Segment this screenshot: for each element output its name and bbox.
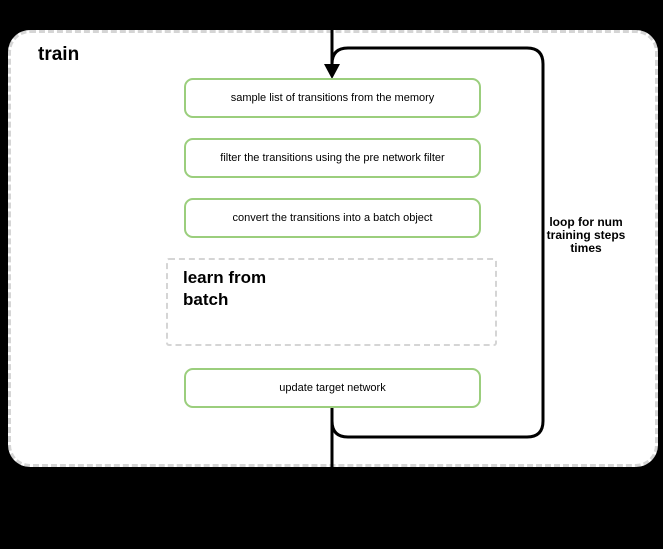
node-filter-transitions: filter the transitions using the pre net… xyxy=(184,138,481,178)
loop-annotation: loop for num training steps times xyxy=(546,215,626,255)
node-convert-batch: convert the transitions into a batch obj… xyxy=(184,198,481,238)
node-sample-transitions: sample list of transitions from the memo… xyxy=(184,78,481,118)
node-update-target-network: update target network xyxy=(184,368,481,408)
train-group-title: train xyxy=(38,44,80,65)
node-learn-from-batch: learn from batch xyxy=(166,258,497,346)
